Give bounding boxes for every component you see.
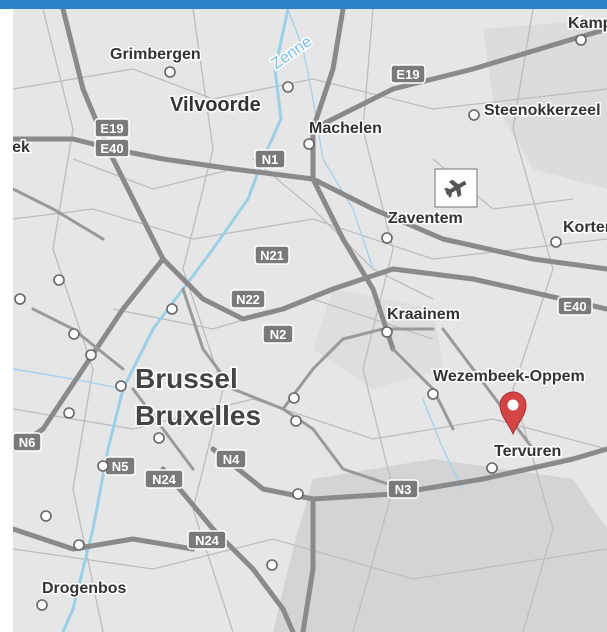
road-shield: N4 bbox=[215, 449, 247, 469]
road-shield: E40 bbox=[557, 296, 593, 316]
place-label: Kraainem bbox=[387, 306, 460, 323]
place-label: Brussel bbox=[135, 363, 238, 394]
place-label: Wezembeek-Oppem bbox=[433, 368, 585, 385]
road-label: N24 bbox=[152, 472, 177, 487]
place-label: Grimbergen bbox=[110, 46, 201, 63]
town-marker bbox=[290, 415, 302, 427]
place-label: Machelen bbox=[309, 120, 382, 137]
road-shield: N3 bbox=[387, 479, 419, 499]
town-marker bbox=[36, 599, 48, 611]
place-label: Steenokkerzeel bbox=[484, 102, 601, 119]
place-label: Dilbeek bbox=[13, 139, 30, 156]
town-marker bbox=[303, 138, 315, 150]
road-label: N2 bbox=[270, 327, 287, 342]
road-label: N21 bbox=[260, 248, 284, 263]
town-marker bbox=[73, 539, 85, 551]
town-marker bbox=[164, 66, 176, 78]
town-marker bbox=[427, 388, 439, 400]
place-label: Vilvoorde bbox=[170, 94, 261, 116]
town-marker bbox=[381, 326, 393, 338]
place-label: Bruxelles bbox=[135, 400, 261, 431]
road-label: N5 bbox=[112, 459, 129, 474]
town-marker bbox=[153, 432, 165, 444]
road-shield: E19 bbox=[94, 118, 130, 138]
road-shield: N1 bbox=[254, 149, 286, 169]
road-shield: N6 bbox=[13, 432, 42, 452]
place-label: Zenne bbox=[268, 33, 315, 73]
town-marker bbox=[486, 462, 498, 474]
road-label: N24 bbox=[195, 533, 220, 548]
town-marker bbox=[282, 81, 294, 93]
road-shield: N2 bbox=[262, 324, 294, 344]
road-shield: E40 bbox=[94, 138, 130, 158]
town-marker bbox=[288, 392, 300, 404]
road-label: E19 bbox=[100, 121, 123, 136]
road-label: N1 bbox=[262, 152, 279, 167]
town-marker bbox=[97, 460, 109, 472]
header-bar bbox=[0, 0, 607, 9]
place-label: Kortenberg bbox=[563, 219, 607, 236]
road-label: E40 bbox=[563, 299, 586, 314]
place-label: Drogenbos bbox=[42, 580, 127, 597]
airplane-icon bbox=[443, 179, 467, 198]
town-marker bbox=[166, 303, 178, 315]
road-shield: N22 bbox=[230, 289, 266, 309]
town-marker bbox=[550, 236, 562, 248]
town-marker bbox=[115, 380, 127, 392]
town-marker bbox=[575, 34, 587, 46]
road-label: N4 bbox=[223, 452, 240, 467]
town-marker bbox=[63, 407, 75, 419]
road-shield: N24 bbox=[187, 530, 227, 550]
road-shield: N5 bbox=[104, 456, 136, 476]
place-label: Zaventem bbox=[388, 210, 463, 227]
road-label: E40 bbox=[100, 141, 123, 156]
town-marker bbox=[53, 274, 65, 286]
map-pin-icon[interactable] bbox=[499, 391, 527, 436]
town-marker bbox=[468, 109, 480, 121]
road-label: E19 bbox=[396, 67, 419, 82]
road-shield: E19 bbox=[390, 64, 426, 84]
town-marker bbox=[68, 328, 80, 340]
road-label: N6 bbox=[19, 435, 36, 450]
town-marker bbox=[85, 349, 97, 361]
place-label: Kampenhout bbox=[568, 15, 607, 32]
town-marker bbox=[40, 510, 52, 522]
road-shield: N24 bbox=[144, 469, 184, 489]
road-label: N22 bbox=[236, 292, 260, 307]
town-marker bbox=[14, 293, 26, 305]
side-strip bbox=[0, 9, 14, 632]
town-marker bbox=[381, 232, 393, 244]
town-marker bbox=[266, 559, 278, 571]
map-canvas[interactable]: E19 E19 E40 E40 N1 N21 N22 N2 N6 N5 N24 … bbox=[13, 9, 607, 632]
road-label: N3 bbox=[395, 482, 412, 497]
town-marker bbox=[292, 488, 304, 500]
road-shield: N21 bbox=[254, 245, 290, 265]
place-label: Tervuren bbox=[494, 443, 561, 460]
